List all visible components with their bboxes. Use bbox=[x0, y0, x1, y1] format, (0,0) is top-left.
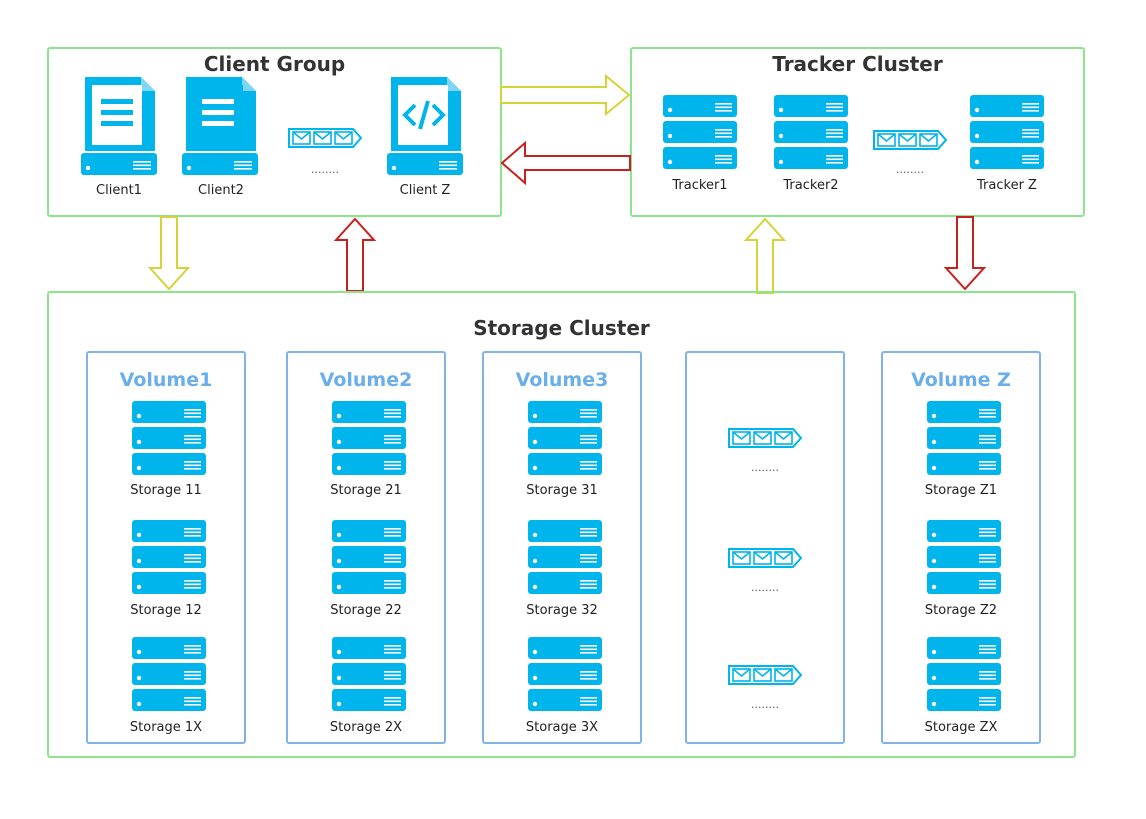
storage-label: Storage Z2 bbox=[924, 603, 998, 618]
tracker-cluster-box: Tracker Cluster Tracker1 Tracker2 ......… bbox=[630, 47, 1085, 217]
message-queue-icon bbox=[872, 129, 948, 151]
storage-label: Storage 31 bbox=[526, 483, 598, 498]
client-ellipsis: ........ bbox=[311, 163, 339, 176]
storage-label: Storage ZX bbox=[924, 720, 998, 735]
storage-server-icon bbox=[332, 520, 406, 596]
volume2-title: Volume2 bbox=[319, 369, 413, 391]
tracker1-label: Tracker1 bbox=[672, 178, 728, 193]
arrow-client-to-tracker bbox=[500, 74, 631, 116]
storage-label: Storage 3X bbox=[525, 720, 599, 735]
storage-server-icon bbox=[132, 637, 206, 713]
storage-server-icon bbox=[528, 637, 602, 713]
storage-server-icon bbox=[927, 637, 1001, 713]
volume1-column: Volume1 Storage 11 Storage 12 Storage 1X bbox=[86, 351, 246, 744]
storage-server-icon bbox=[332, 637, 406, 713]
arrow-client-to-storage bbox=[147, 216, 191, 291]
storage-cluster-box: Storage Cluster Volume1 Storage 11 Stora… bbox=[47, 291, 1076, 758]
storage-label: Storage 22 bbox=[330, 603, 402, 618]
document-icon bbox=[182, 77, 258, 175]
ellipsis-column: ........ ........ ........ bbox=[685, 351, 845, 744]
storage-ellipsis: ........ bbox=[751, 581, 779, 594]
storage-server-icon bbox=[927, 520, 1001, 596]
storage-label: Storage 11 bbox=[130, 483, 202, 498]
arrow-storage-to-client bbox=[333, 217, 377, 292]
client1-node bbox=[81, 75, 159, 177]
volume1-title: Volume1 bbox=[119, 369, 213, 391]
volumez-title: Volume Z bbox=[911, 369, 1011, 391]
storage-ellipsis: ........ bbox=[751, 461, 779, 474]
volume3-column: Volume3 Storage 31 Storage 32 Storage 3X bbox=[482, 351, 642, 744]
trackerz-label: Tracker Z bbox=[977, 178, 1037, 193]
clientz-node bbox=[387, 75, 465, 177]
message-queue-icon bbox=[727, 427, 803, 449]
storage-label: Storage 1X bbox=[129, 720, 203, 735]
storage-ellipsis: ........ bbox=[751, 698, 779, 711]
storage-server-icon bbox=[132, 520, 206, 596]
storage-server-icon bbox=[132, 401, 206, 477]
tracker2-server-icon bbox=[774, 95, 848, 171]
message-queue-icon bbox=[727, 547, 803, 569]
document-icon bbox=[81, 77, 157, 175]
storage-label: Storage 2X bbox=[329, 720, 403, 735]
volumez-column: Volume Z Storage Z1 Storage Z2 Storage Z… bbox=[881, 351, 1041, 744]
message-queue-icon bbox=[287, 127, 363, 149]
client-group-box: Client Group Client1 bbox=[47, 47, 502, 217]
storage-server-icon bbox=[528, 520, 602, 596]
volume3-title: Volume3 bbox=[515, 369, 609, 391]
storage-label: Storage 12 bbox=[130, 603, 202, 618]
client2-label: Client2 bbox=[198, 183, 244, 198]
storage-server-icon bbox=[332, 401, 406, 477]
storage-label: Storage 21 bbox=[330, 483, 402, 498]
code-icon bbox=[387, 77, 463, 175]
trackerz-server-icon bbox=[970, 95, 1044, 171]
tracker-ellipsis: ........ bbox=[896, 163, 924, 176]
message-queue-icon bbox=[727, 664, 803, 686]
storage-server-icon bbox=[927, 401, 1001, 477]
clientz-label: Client Z bbox=[399, 183, 451, 198]
client1-label: Client1 bbox=[96, 183, 142, 198]
arrow-storage-to-tracker bbox=[743, 217, 787, 294]
tracker1-server-icon bbox=[663, 95, 737, 171]
storage-label: Storage Z1 bbox=[924, 483, 998, 498]
client2-node bbox=[182, 75, 260, 177]
volume2-column: Volume2 Storage 21 Storage 22 Storage 2X bbox=[286, 351, 446, 744]
tracker-cluster-title: Tracker Cluster bbox=[772, 52, 943, 76]
storage-cluster-title: Storage Cluster bbox=[473, 316, 650, 340]
storage-label: Storage 32 bbox=[526, 603, 598, 618]
arrow-tracker-to-storage bbox=[943, 216, 987, 291]
arrow-tracker-to-client bbox=[500, 141, 631, 185]
client-group-title: Client Group bbox=[203, 52, 346, 76]
storage-server-icon bbox=[528, 401, 602, 477]
tracker2-label: Tracker2 bbox=[783, 178, 839, 193]
